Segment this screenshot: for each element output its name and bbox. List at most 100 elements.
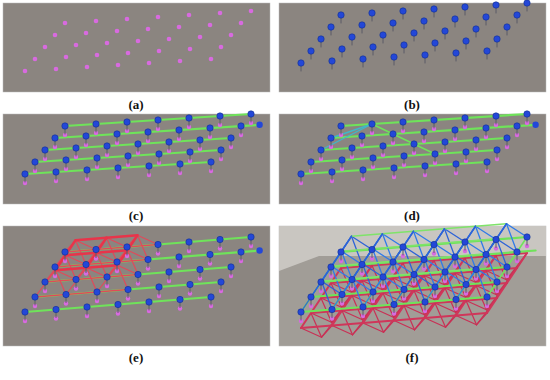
base-point bbox=[219, 45, 224, 50]
blue-pin bbox=[442, 269, 448, 275]
blue-pin bbox=[462, 115, 468, 121]
truss-member bbox=[301, 326, 332, 329]
blue-pin bbox=[145, 256, 151, 262]
blue-pin bbox=[514, 12, 520, 18]
blue-pin bbox=[135, 141, 141, 147]
render-panel bbox=[3, 114, 270, 204]
truss-member bbox=[435, 229, 445, 244]
blue-pin bbox=[177, 296, 183, 302]
blue-pin bbox=[504, 264, 510, 270]
blue-pin bbox=[248, 234, 254, 240]
truss-member bbox=[352, 236, 373, 249]
cyan-link bbox=[331, 124, 372, 138]
blue-pin bbox=[370, 289, 376, 295]
truss-member bbox=[477, 313, 488, 325]
blue-pin bbox=[146, 163, 152, 169]
blue-pin bbox=[422, 163, 428, 169]
truss-member bbox=[487, 254, 498, 282]
green-link bbox=[301, 297, 487, 312]
blue-pin bbox=[308, 294, 314, 300]
blue-pin bbox=[52, 135, 58, 141]
green-link bbox=[415, 271, 446, 274]
green-link bbox=[446, 269, 477, 272]
blue-pin bbox=[42, 279, 48, 285]
truss-member bbox=[321, 251, 342, 282]
truss-member bbox=[435, 244, 456, 257]
blue-pin bbox=[218, 147, 224, 153]
blue-pin bbox=[432, 151, 438, 157]
blue-pin bbox=[145, 129, 151, 135]
blue-pin bbox=[208, 294, 214, 300]
blue-pin bbox=[411, 30, 417, 36]
blue-pin bbox=[391, 165, 397, 171]
blue-pin bbox=[463, 149, 469, 155]
truss-member bbox=[394, 261, 415, 274]
blue-pin bbox=[166, 139, 172, 145]
blue-pin bbox=[339, 157, 345, 163]
blue-pin bbox=[63, 157, 69, 163]
truss-member bbox=[342, 251, 363, 264]
blue-pin bbox=[115, 301, 121, 307]
truss-member bbox=[97, 250, 128, 253]
base-point bbox=[125, 17, 130, 22]
truss-member bbox=[456, 316, 477, 325]
truss-member bbox=[404, 246, 425, 259]
truss-member bbox=[55, 260, 148, 268]
blue-pin bbox=[422, 299, 428, 305]
green-link bbox=[311, 282, 497, 297]
truss-member bbox=[373, 234, 383, 249]
green-link bbox=[383, 231, 414, 234]
blue-pin bbox=[104, 274, 110, 280]
blue-pin bbox=[432, 284, 438, 290]
blue-pin bbox=[359, 22, 365, 28]
base-point bbox=[208, 23, 213, 28]
blue-pin bbox=[298, 60, 304, 66]
truss-member bbox=[66, 253, 97, 256]
base-point bbox=[74, 43, 79, 48]
blue-pin bbox=[422, 52, 428, 58]
base-point bbox=[23, 69, 28, 74]
truss-member bbox=[477, 269, 498, 282]
blue-pin bbox=[390, 259, 396, 265]
blue-pin bbox=[217, 236, 223, 242]
blue-pin bbox=[369, 121, 375, 127]
blue-pin bbox=[483, 251, 489, 257]
truss-member bbox=[415, 303, 436, 330]
green-link bbox=[476, 224, 507, 227]
blue-pin bbox=[484, 48, 490, 54]
panel-label: (e) bbox=[129, 350, 143, 365]
blue-pin bbox=[53, 306, 59, 312]
render-panel bbox=[279, 3, 546, 92]
blue-pin bbox=[524, 111, 530, 117]
blue-pin bbox=[124, 119, 130, 125]
green-link bbox=[487, 237, 527, 297]
truss-member bbox=[118, 265, 129, 289]
blue-pin bbox=[400, 119, 406, 125]
base-point bbox=[116, 63, 121, 68]
truss-member bbox=[342, 236, 352, 251]
blue-pin bbox=[318, 36, 324, 42]
blue-pin bbox=[114, 259, 120, 265]
blue-pin bbox=[349, 34, 355, 40]
truss-member bbox=[394, 274, 415, 305]
truss-member bbox=[331, 236, 352, 267]
blue-pin bbox=[238, 123, 244, 129]
base-point bbox=[63, 21, 68, 26]
base-point bbox=[218, 11, 223, 16]
blue-pin bbox=[155, 241, 161, 247]
green-link bbox=[322, 279, 353, 282]
blue-pin bbox=[52, 264, 58, 270]
blue-pin bbox=[493, 113, 499, 119]
blue-pin bbox=[484, 159, 490, 165]
truss-member bbox=[35, 290, 128, 298]
blue-pin bbox=[338, 123, 344, 129]
blue-pin bbox=[431, 117, 437, 123]
blue-pin bbox=[401, 42, 407, 48]
truss-member bbox=[446, 316, 457, 328]
render-panel bbox=[3, 226, 270, 346]
blue-pin bbox=[146, 299, 152, 305]
blue-pin bbox=[431, 241, 437, 247]
blue-pin bbox=[359, 261, 365, 267]
blue-pin bbox=[156, 284, 162, 290]
blue-pin bbox=[411, 141, 417, 147]
